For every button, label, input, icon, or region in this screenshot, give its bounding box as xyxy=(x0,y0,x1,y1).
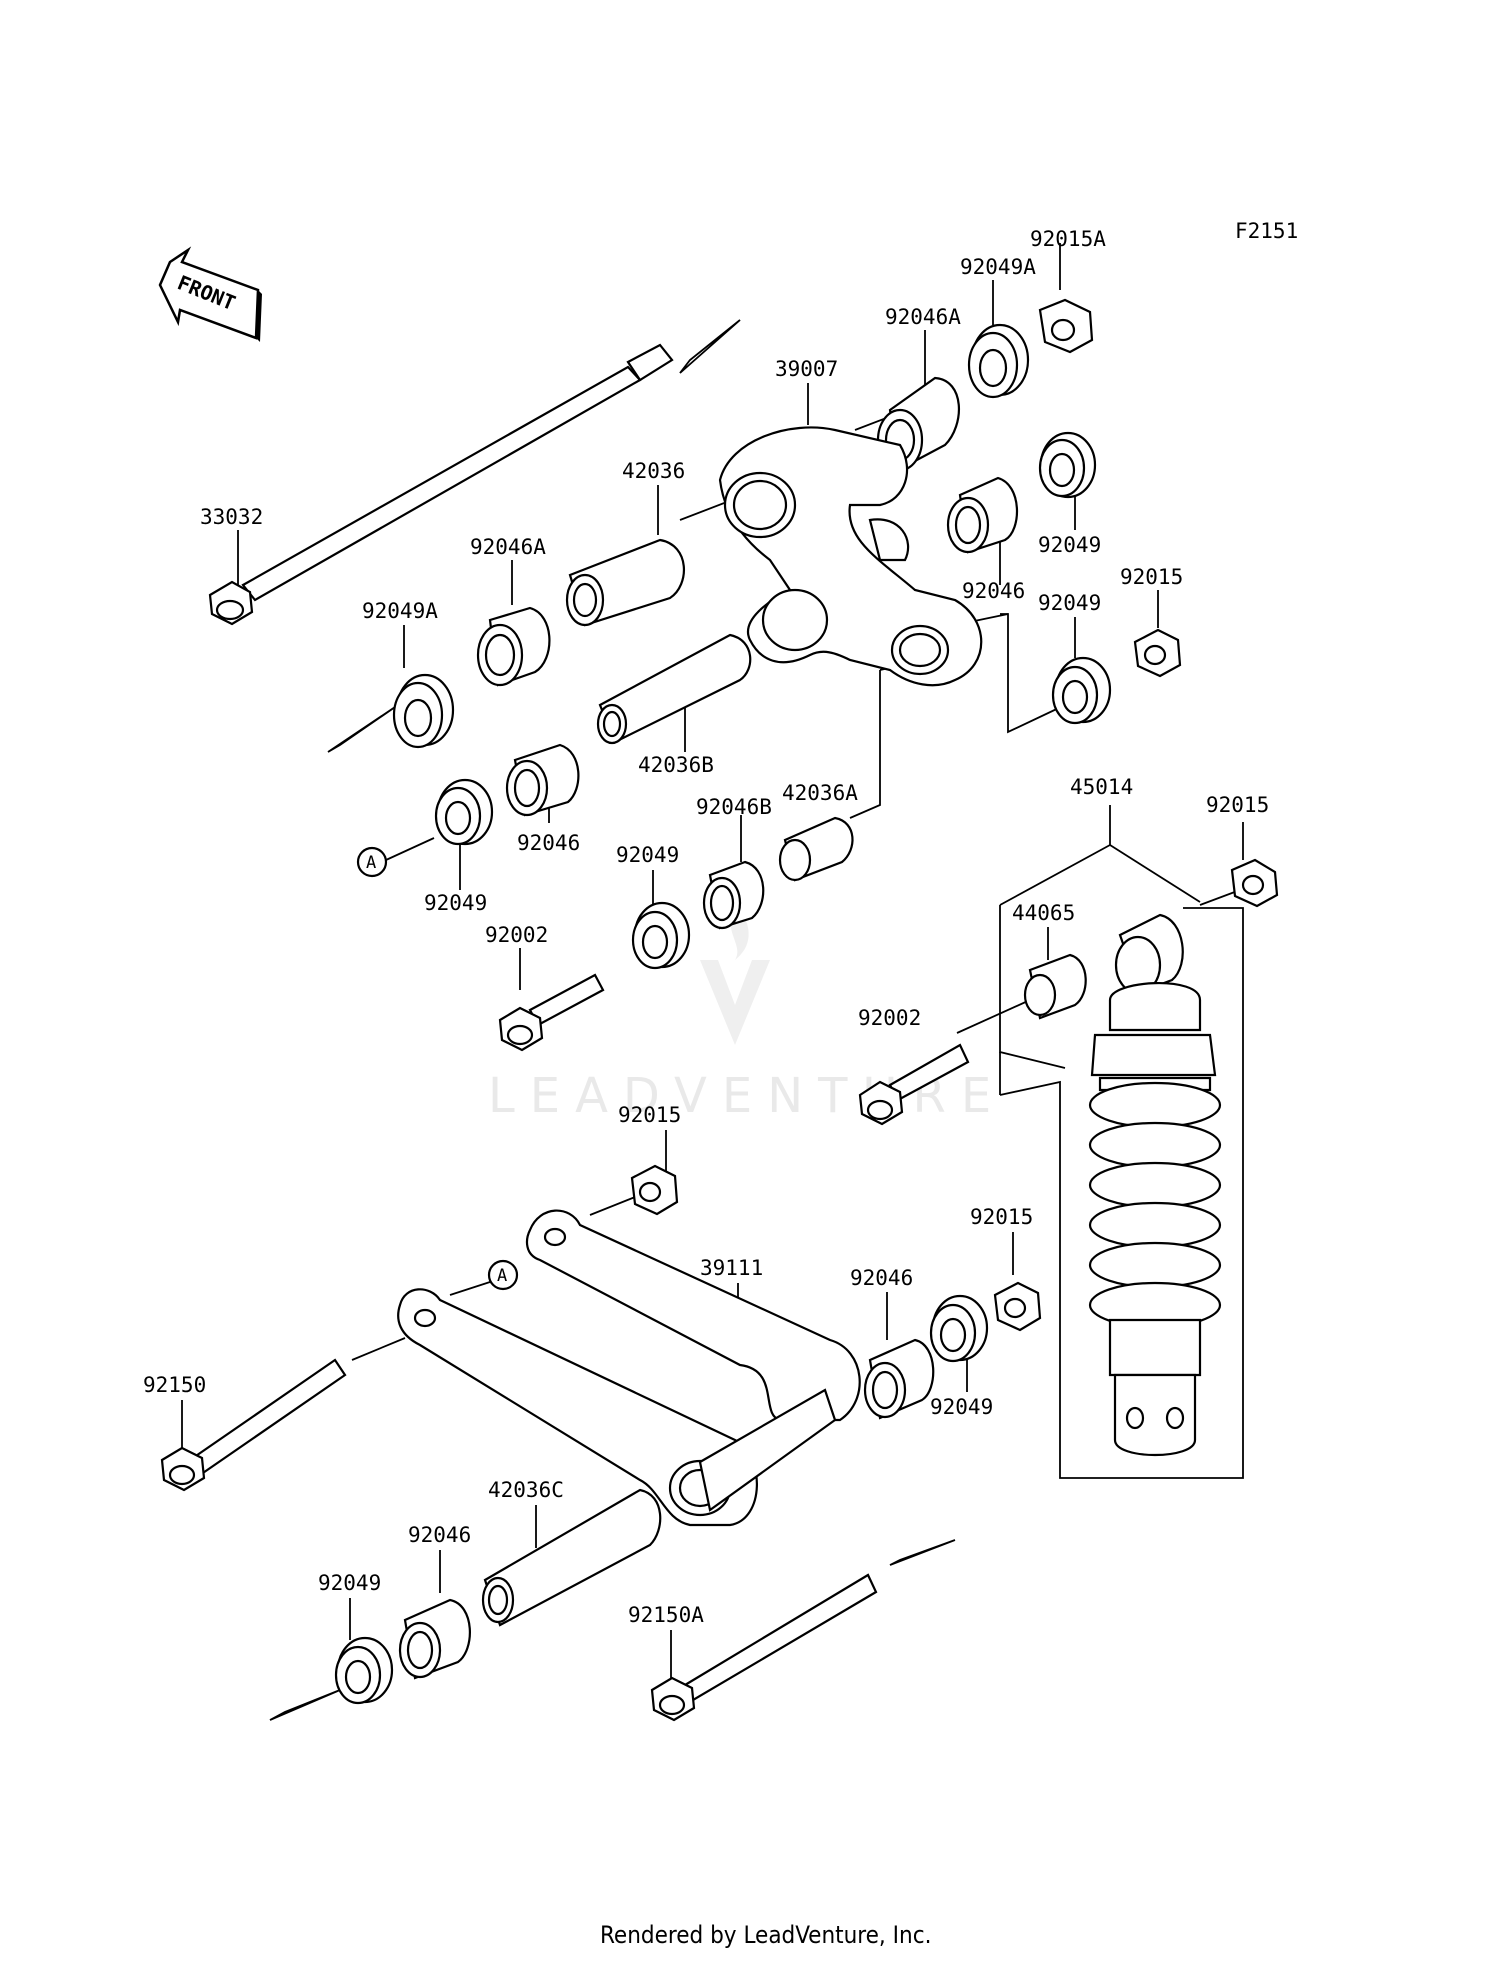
leader-lines xyxy=(181,243,1244,1721)
callout-a-right-label: A xyxy=(497,1266,507,1286)
part-label: 92015 xyxy=(1120,565,1183,589)
washer-92049-right-upper xyxy=(1038,431,1097,499)
bearing-92046-lower-left xyxy=(398,1598,471,1680)
washer-92049-right-lower xyxy=(1051,656,1112,725)
watermark: LEADVENTURE xyxy=(488,900,991,1124)
bolt-92002-right xyxy=(858,1043,970,1126)
part-label: 92046 xyxy=(962,579,1025,603)
part-label: 92049 xyxy=(930,1395,993,1419)
part-label: 92049A xyxy=(362,599,438,623)
part-label: 92002 xyxy=(485,923,548,947)
part-label: 33032 xyxy=(200,505,263,529)
part-label: 92015A xyxy=(1030,227,1106,251)
part-label: 92046 xyxy=(517,831,580,855)
bolt-92150 xyxy=(160,1358,347,1492)
part-label: 92015 xyxy=(618,1103,681,1127)
collar-42036a xyxy=(778,816,854,882)
bolt-92150a xyxy=(650,1573,878,1722)
part-label: 92046A xyxy=(470,535,546,559)
part-label: 92015 xyxy=(1206,793,1269,817)
bolt-92002-left xyxy=(498,973,605,1052)
part-label: 92049 xyxy=(1038,591,1101,615)
part-label: 39007 xyxy=(775,357,838,381)
collar-42036b xyxy=(596,633,752,745)
washer-92049-left-lower xyxy=(434,778,494,846)
washer-92049a-top xyxy=(967,323,1030,399)
bearing-92046a-left xyxy=(476,606,551,687)
footer-credit: Rendered by LeadVenture, Inc. xyxy=(600,1921,931,1949)
washer-92049-mid xyxy=(631,901,691,970)
part-label: 92049A xyxy=(960,255,1036,279)
part-labels: 92015A 92049A 92046A 39007 42036 33032 9… xyxy=(143,227,1269,1627)
washer-92049-right-lower2 xyxy=(929,1294,989,1363)
part-label: 42036A xyxy=(782,781,858,805)
rocker-arm-39007 xyxy=(718,426,983,687)
part-label: 45014 xyxy=(1070,775,1133,799)
part-label: 42036 xyxy=(622,459,685,483)
diagram-id: F2151 xyxy=(1235,219,1298,243)
part-label: 92150A xyxy=(628,1603,704,1627)
tie-rod-39111 xyxy=(397,1209,861,1527)
washer-92049a-left xyxy=(392,673,455,749)
shock-absorber-45014 xyxy=(1088,913,1222,1456)
part-label: 92049 xyxy=(616,843,679,867)
bearing-92046b xyxy=(702,860,765,930)
front-arrow-icon: FRONT xyxy=(158,246,262,342)
part-label: 92015 xyxy=(970,1205,1033,1229)
part-label: 92046 xyxy=(850,1266,913,1290)
part-label: 44065 xyxy=(1012,901,1075,925)
part-label: 92150 xyxy=(143,1373,206,1397)
part-label: 92049 xyxy=(318,1571,381,1595)
part-label: 92049 xyxy=(424,891,487,915)
callout-a-left-label: A xyxy=(366,853,376,873)
collar-44065 xyxy=(1023,953,1087,1020)
bearing-92046-right xyxy=(946,476,1018,554)
part-label: 92002 xyxy=(858,1006,921,1030)
part-label: 92046 xyxy=(408,1523,471,1547)
bearing-92046-left xyxy=(505,743,580,817)
bearing-92046-right-lower xyxy=(863,1338,935,1420)
parts-artwork: A xyxy=(160,298,1279,1722)
axle-bolt-33032 xyxy=(208,343,674,626)
part-label: 39111 xyxy=(700,1256,763,1280)
collar-42036c xyxy=(481,1488,662,1627)
part-label: 92046B xyxy=(696,795,772,819)
part-label: 42036C xyxy=(488,1478,564,1502)
callout-a-right xyxy=(487,1259,519,1291)
collar-42036 xyxy=(565,538,685,627)
washer-92049-lower-left xyxy=(334,1636,394,1705)
part-label: 92049 xyxy=(1038,533,1101,557)
part-label: 42036B xyxy=(638,753,714,777)
callout-a-left xyxy=(356,846,388,878)
part-label: 92046A xyxy=(885,305,961,329)
